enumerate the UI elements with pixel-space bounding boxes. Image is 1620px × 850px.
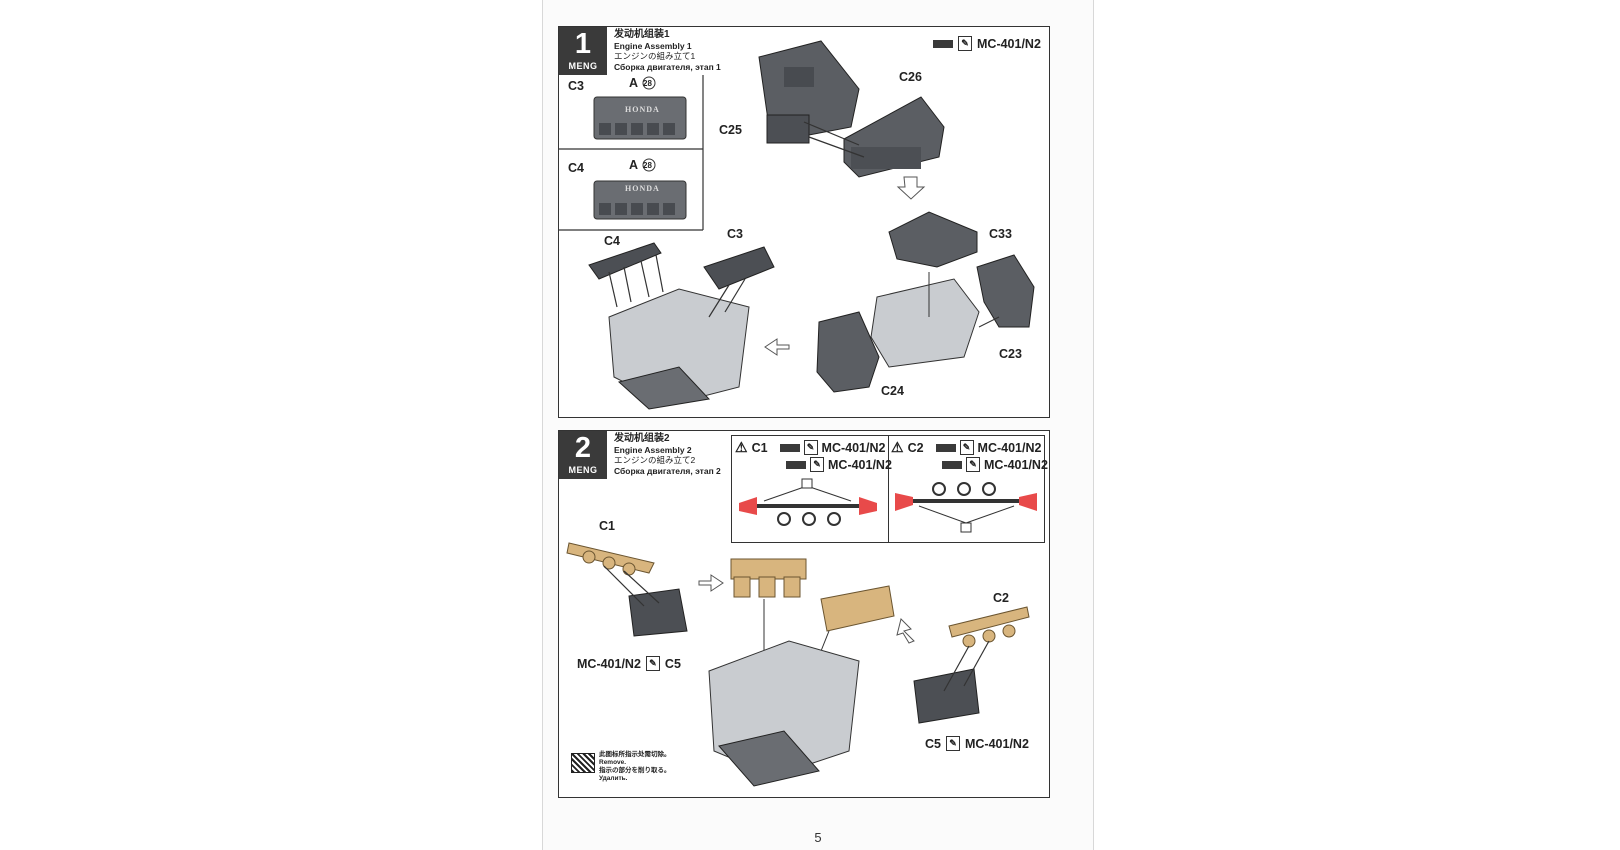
- caution-c2-label: C2: [907, 440, 924, 455]
- step2-title-ru: Сборка двигателя, этап 2: [614, 465, 721, 476]
- label-c24: C24: [881, 384, 904, 398]
- step2-illustration: [566, 478, 1037, 787]
- brush-icon: ✎: [959, 440, 974, 455]
- part-c26: [843, 96, 945, 178]
- remove-hatch-icon: [571, 753, 595, 773]
- label-c5-right: C5: [925, 736, 941, 751]
- part-c33: [888, 211, 978, 268]
- paint-code: MC-401/N2: [977, 36, 1041, 51]
- paint-code: MC-401/N2: [984, 457, 1048, 472]
- step1-number: 1: [574, 28, 592, 60]
- decal-inset: [559, 75, 704, 231]
- warning-icon: ⚠: [891, 439, 904, 455]
- inset-label-c3: C3: [568, 79, 584, 93]
- step1-title-cn: 发动机组装1: [614, 29, 670, 40]
- step1-badge: 1 MENG: [559, 27, 607, 75]
- decal-a-label: A: [629, 76, 639, 90]
- part-center-exhaust: [730, 558, 807, 598]
- label-c1: C1: [599, 519, 615, 533]
- brush-icon: ✎: [958, 36, 972, 51]
- paint-swatch: [779, 443, 800, 452]
- brush-icon: ✎: [966, 457, 980, 472]
- page-number: 5: [814, 830, 822, 845]
- step1-panel: 1 MENG 发动机组装1 Engine Assembly 1 エンジンの組み立…: [558, 26, 1050, 418]
- paint-swatch: [933, 39, 953, 48]
- step2-badge: 2 MENG: [559, 431, 607, 479]
- brush-icon: ✎: [810, 457, 824, 472]
- step1-title-ru: Сборка двигателя, этап 1: [614, 61, 721, 72]
- part-right-exhaust: [820, 585, 895, 632]
- remove-note: 此图标所指示处需切除。 Remove. 指示の部分を削り取る。 Удалить.: [599, 751, 671, 783]
- part-c2-exhaust: [948, 606, 1030, 648]
- warning-icon: ⚠: [735, 439, 748, 455]
- caution-c2-drawing: [895, 482, 1037, 533]
- paint-code: MC-401/N2: [577, 656, 641, 671]
- paint-swatch: [786, 460, 806, 469]
- c5-left-paint-callout: MC-401/N2 ✎ C5: [577, 656, 681, 671]
- paint-code: MC-401/N2: [828, 457, 892, 472]
- remove-note-en: Remove.: [599, 759, 627, 766]
- label-c2: C2: [993, 591, 1009, 605]
- decal-number-2: 28: [643, 161, 652, 170]
- step2-titles: 发动机组装2 Engine Assembly 2 エンジンの組み立て2 Сбор…: [614, 433, 721, 476]
- paint-code: MC-401/N2: [964, 736, 1029, 751]
- honda-decal-text: HONDA: [625, 105, 660, 114]
- step2-panel: 2 MENG 发动机组装2 Engine Assembly 2 エンジンの組み立…: [558, 430, 1050, 798]
- brush-icon: ✎: [803, 440, 818, 455]
- brush-icon: ✎: [645, 656, 660, 671]
- part-c23: [976, 254, 1035, 328]
- caution-c1-row2: ✎ MC-401/N2: [786, 457, 892, 472]
- label-c25: C25: [719, 123, 742, 137]
- remove-note-cn: 此图标所指示处需切除。: [599, 751, 671, 758]
- step1-titles: 发动机组装1 Engine Assembly 1 エンジンの組み立て1 Сбор…: [614, 29, 721, 72]
- brush-icon: ✎: [945, 736, 960, 751]
- label-c33: C33: [989, 227, 1012, 241]
- label-c3: C3: [727, 227, 743, 241]
- engine-block-full: [708, 640, 860, 787]
- step1-illustration: [588, 40, 1035, 410]
- step2-title-cn: 发动机组装2: [614, 433, 670, 444]
- remove-note-ru: Удалить.: [599, 775, 628, 782]
- part-c25: [758, 40, 860, 144]
- paint-swatch: [942, 460, 962, 469]
- step2-number: 2: [574, 432, 592, 464]
- step1-title-en: Engine Assembly 1: [614, 40, 692, 51]
- part-c5-left: [628, 588, 688, 637]
- engine-block-left: [608, 288, 750, 410]
- label-c23: C23: [999, 347, 1022, 361]
- brand-logo: MENG: [568, 61, 598, 71]
- part-c3-small: [703, 246, 775, 290]
- paint-swatch: [935, 443, 956, 452]
- c5-right-paint-callout: C5 ✎ MC-401/N2: [925, 736, 1029, 751]
- remove-note-jp: 指示の部分を削り取る。: [599, 767, 671, 774]
- decal-a-label-2: A: [629, 158, 639, 172]
- honda-decal-text-2: HONDA: [625, 184, 660, 193]
- inset-label-c4: C4: [568, 161, 584, 175]
- paint-code: MC-401/N2: [821, 440, 886, 455]
- step1-paint-callout: ✎ MC-401/N2: [933, 36, 1041, 51]
- caution-c2-row1: ⚠ C2 ✎ MC-401/N2: [891, 439, 1041, 456]
- caution-c1-label: C1: [751, 440, 768, 455]
- part-c1-exhaust: [566, 542, 655, 576]
- caution-c1-row1: ⚠ C1 ✎ MC-401/N2: [735, 439, 885, 456]
- part-c4-small: [588, 242, 662, 280]
- step2-title-jp: エンジンの組み立て2: [614, 455, 696, 465]
- decal-number: 28: [643, 79, 652, 88]
- step1-title-jp: エンジンの組み立て1: [614, 51, 696, 61]
- brand-logo-2: MENG: [568, 465, 598, 475]
- step2-title-en: Engine Assembly 2: [614, 444, 692, 455]
- label-c26: C26: [899, 70, 922, 84]
- caution-box: [731, 435, 1045, 543]
- engine-block-partial: [816, 278, 980, 393]
- paint-code: MC-401/N2: [977, 440, 1042, 455]
- instruction-page: 1 MENG 发动机组装1 Engine Assembly 1 エンジンの組み立…: [542, 0, 1094, 850]
- caution-c2-row2: ✎ MC-401/N2: [942, 457, 1048, 472]
- label-c5-left: C5: [664, 656, 681, 671]
- caution-c1-drawing: [739, 478, 877, 526]
- label-c4: C4: [604, 234, 620, 248]
